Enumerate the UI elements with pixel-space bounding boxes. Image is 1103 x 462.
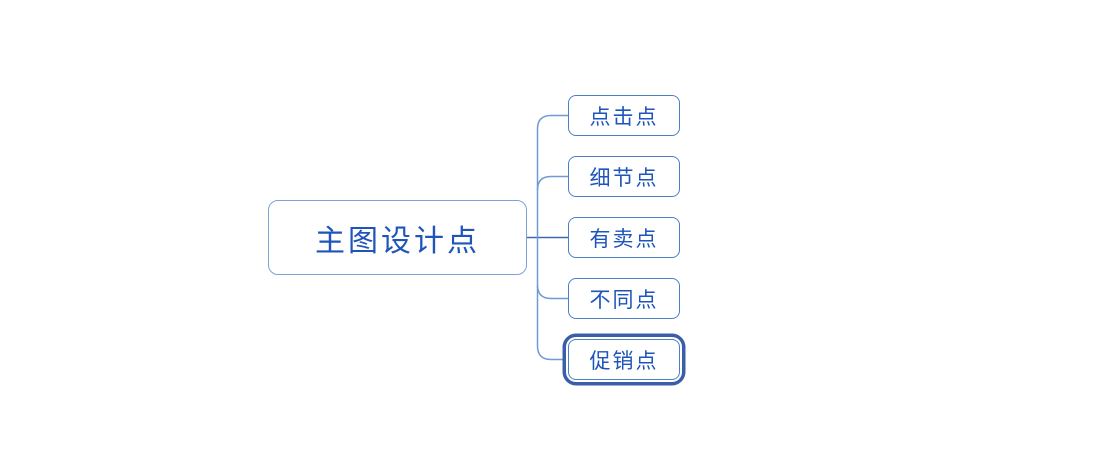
child-node-label: 不同点: [589, 287, 659, 312]
child-node-label: 细节点: [589, 165, 659, 190]
child-node-butongdian[interactable]: 不同点: [568, 278, 680, 319]
connector-elbow-4: [536, 284, 568, 300]
root-node[interactable]: 主图设计点: [268, 200, 527, 275]
connector-elbow-2: [536, 175, 568, 191]
child-node-label: 有卖点: [589, 226, 659, 251]
child-node-cuxiaodian-selected[interactable]: 促销点: [568, 339, 680, 380]
connector-spine: [536, 114, 568, 361]
child-node-xijiedian[interactable]: 细节点: [568, 156, 680, 197]
root-node-label: 主图设计点: [315, 224, 480, 258]
child-node-dianjidian[interactable]: 点击点: [568, 95, 680, 136]
child-node-label: 促销点: [589, 348, 659, 373]
child-node-youmaidian[interactable]: 有卖点: [568, 217, 680, 258]
child-node-label: 点击点: [589, 104, 659, 129]
